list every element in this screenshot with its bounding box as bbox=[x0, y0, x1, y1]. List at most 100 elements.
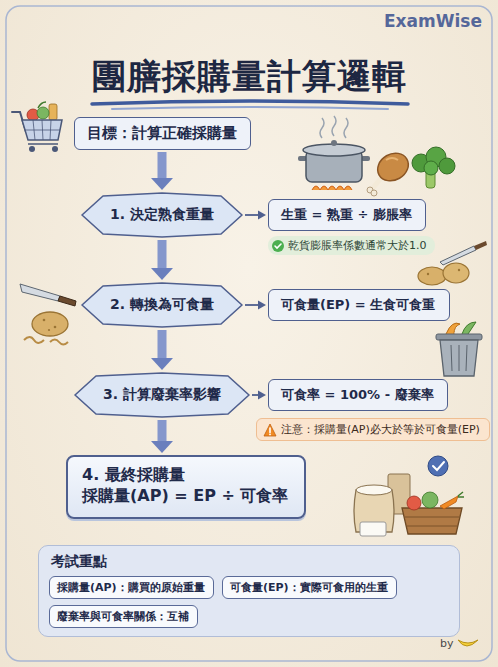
formula-box: 可食率 = 100% - 廢棄率 bbox=[268, 379, 448, 411]
arrow-shaft bbox=[252, 394, 259, 396]
link-arrow bbox=[245, 211, 266, 220]
cart-icon-part bbox=[25, 130, 60, 131]
node-text: 可食量(EP)：實際可食用的生重 bbox=[230, 580, 389, 595]
pot-icon-part bbox=[312, 186, 352, 190]
key-points-panel: 考試重點採購量(AP)：購買的原始重量可食量(EP)：實際可食用的生重廢棄率與可… bbox=[38, 545, 460, 637]
flow-arrow bbox=[151, 420, 173, 453]
trash-can-icon-part bbox=[459, 345, 460, 371]
potatoes-knife-icon-part bbox=[443, 263, 469, 283]
arrow-shaft bbox=[158, 330, 167, 359]
banana-icon-part bbox=[458, 640, 478, 646]
warning-note: 注意：採購量(AP)必大於等於可食量(EP) bbox=[256, 418, 490, 441]
chicken-icon-part bbox=[372, 177, 382, 189]
node-text: 1. 決定熟食重量 bbox=[110, 206, 214, 224]
trash-can-icon bbox=[436, 320, 482, 376]
trash-can-icon-part bbox=[451, 345, 452, 371]
cart-icon-part bbox=[38, 102, 46, 108]
flow-arrow bbox=[151, 152, 173, 190]
arrow-head bbox=[258, 301, 266, 310]
node-text: 2. 轉換為可食量 bbox=[110, 296, 214, 314]
potatoes-knife-icon-part bbox=[458, 269, 460, 271]
node-text: 可食量(EP) = 生食可食重 bbox=[281, 296, 437, 314]
flow-arrow bbox=[151, 240, 173, 280]
supplies-icon-part bbox=[433, 462, 444, 470]
check-mark bbox=[275, 244, 281, 248]
arrow-shaft bbox=[245, 214, 259, 216]
trash-can-icon-part bbox=[436, 334, 482, 340]
node-text: 生重 = 熟重 ÷ 膨脹率 bbox=[281, 206, 413, 224]
diagram-title: 團膳採購量計算邏輯 bbox=[0, 54, 498, 100]
supplies-icon-part bbox=[458, 492, 464, 497]
arrow-head bbox=[151, 441, 173, 453]
supplies-icon-part bbox=[405, 517, 459, 518]
node-text: 廢棄率與可食率關係：互補 bbox=[57, 609, 190, 624]
formula-box: 可食量(EP) = 生食可食重 bbox=[268, 289, 450, 321]
node-text: 注意：採購量(AP)必大於等於可食量(EP) bbox=[281, 422, 481, 437]
broccoli-icon-part bbox=[439, 158, 455, 174]
potatoes-knife-icon-part bbox=[440, 246, 476, 265]
cart-icon-part bbox=[29, 146, 35, 152]
knife-potato-icon-part bbox=[24, 337, 44, 343]
cart-icon-part bbox=[22, 120, 62, 140]
title-underline-part bbox=[112, 107, 388, 109]
pot-icon-part bbox=[332, 116, 336, 136]
supplies-icon-part bbox=[356, 485, 392, 495]
broccoli-icon-part bbox=[424, 161, 438, 175]
node-text: 採購量(AP)：購買的原始重量 bbox=[57, 580, 206, 595]
broccoli-icon bbox=[412, 147, 455, 188]
decision-diamond: 2. 轉換為可食量 bbox=[81, 282, 243, 328]
knife-potato-icon-part bbox=[32, 312, 68, 336]
cart-icon-part bbox=[37, 107, 49, 119]
diamond-shape bbox=[82, 283, 242, 327]
trash-can-icon-part bbox=[456, 320, 466, 333]
diamond-shape bbox=[75, 373, 249, 417]
supplies-icon bbox=[354, 456, 464, 536]
arrow-shaft bbox=[158, 240, 167, 269]
potatoes-knife-icon-part bbox=[474, 241, 487, 250]
chicken-icon-part bbox=[386, 158, 398, 160]
knife-potato-icon-part bbox=[48, 329, 50, 331]
cart-icon-part bbox=[49, 104, 57, 120]
supplies-icon-part bbox=[440, 496, 458, 509]
formula-box: 生重 = 熟重 ÷ 膨脹率 bbox=[268, 199, 426, 231]
result-box: 4. 最終採購量採購量(AP) = EP ÷ 可食率 bbox=[66, 455, 306, 519]
cart-icon-part bbox=[52, 146, 58, 152]
tip-chip: 乾貨膨脹率係數通常大於1.0 bbox=[268, 236, 435, 255]
arrow-head bbox=[151, 268, 173, 280]
warning-icon bbox=[263, 423, 277, 437]
supplies-icon-part bbox=[422, 492, 438, 508]
pot-icon-part bbox=[344, 118, 348, 138]
title-underline-part bbox=[92, 101, 408, 104]
check-icon bbox=[272, 240, 284, 252]
diamond-shape bbox=[82, 193, 242, 237]
chicken-icon bbox=[367, 148, 413, 196]
check-circle bbox=[272, 240, 284, 252]
banana-icon bbox=[458, 640, 478, 646]
arrow-head bbox=[151, 178, 173, 190]
knife-potato-icon-part bbox=[54, 326, 57, 329]
trash-can-icon-part bbox=[466, 345, 467, 371]
link-arrow bbox=[245, 301, 266, 310]
arrow-shaft bbox=[158, 420, 167, 442]
knife-potato-icon bbox=[20, 284, 76, 345]
cart-icon-part bbox=[28, 143, 58, 145]
potatoes-knife-icon-part bbox=[418, 267, 446, 285]
goal-box: 目標：計算正確採購量 bbox=[74, 117, 251, 150]
decision-diamond: 3. 計算廢棄率影響 bbox=[74, 372, 250, 418]
node-text: 4. 最終採購量 bbox=[82, 465, 290, 486]
pot-icon-part bbox=[331, 140, 337, 146]
title-underline bbox=[92, 101, 408, 109]
node-text: 3. 計算廢棄率影響 bbox=[103, 386, 221, 404]
supplies-icon-part bbox=[407, 526, 457, 527]
cart-icon bbox=[12, 102, 62, 152]
warning-bar bbox=[269, 428, 271, 433]
trash-can-icon-part bbox=[440, 340, 478, 376]
decision-diamond: 1. 決定熟食重量 bbox=[81, 192, 243, 238]
supplies-icon-part bbox=[428, 456, 448, 476]
arrow-head bbox=[151, 358, 173, 370]
supplies-icon-part bbox=[402, 508, 462, 534]
flow-arrow bbox=[151, 330, 173, 370]
chicken-icon-part bbox=[371, 190, 377, 196]
arrow-head bbox=[258, 211, 266, 220]
